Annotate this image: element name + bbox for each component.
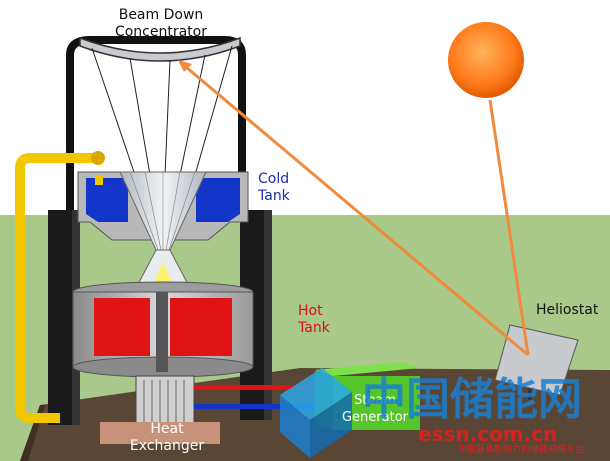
concentrator-label-line1: Beam Down <box>118 7 204 23</box>
heat-exchanger-label: Heat Exchanger <box>124 421 210 455</box>
concentrator-label: Beam Down Concentrator <box>102 7 220 41</box>
hot-pipe <box>194 385 324 390</box>
sunlight-beams <box>179 60 530 357</box>
pipe-joint <box>91 151 105 165</box>
hot-tank-label: Hot Tank <box>298 303 330 337</box>
beam-down-concentrator <box>79 36 241 62</box>
concentrator-label-line2: Concentrator <box>114 24 208 40</box>
watermark <box>280 368 352 458</box>
beam-arrowhead <box>178 60 192 72</box>
steam-generator-label-line2: Generator <box>341 410 408 425</box>
sun-icon <box>448 22 524 98</box>
cold-tank-label: Cold Tank <box>258 171 290 205</box>
cold-tank-label-line2: Tank <box>258 188 290 204</box>
heat-exchanger <box>100 375 220 444</box>
cold-tank-label-line1: Cold <box>258 171 290 187</box>
watermark-subtitle: 中国最具影响力的储能网络平台 <box>458 445 585 455</box>
steam-generator-label: Steam Generator <box>330 392 420 426</box>
heliostat-label: Heliostat <box>536 302 599 318</box>
heliostat <box>494 324 579 400</box>
hot-tank-label-line1: Hot <box>298 303 323 319</box>
cold-pipe <box>194 404 324 409</box>
hot-tank-label-line2: Tank <box>298 320 330 336</box>
watermark-url: essn.com.cn <box>418 422 558 446</box>
hot-tank <box>72 281 254 378</box>
light-rays <box>91 45 233 176</box>
yellow-pipe <box>15 153 100 423</box>
heat-exchanger-label-line1: Heat <box>150 421 184 437</box>
heat-exchanger-label-line2: Exchanger <box>129 438 205 454</box>
steam-generator-label-line1: Steam <box>354 393 396 408</box>
watermark-chinese: 中国储能网 <box>362 374 582 425</box>
funnel-ribs <box>129 171 196 251</box>
